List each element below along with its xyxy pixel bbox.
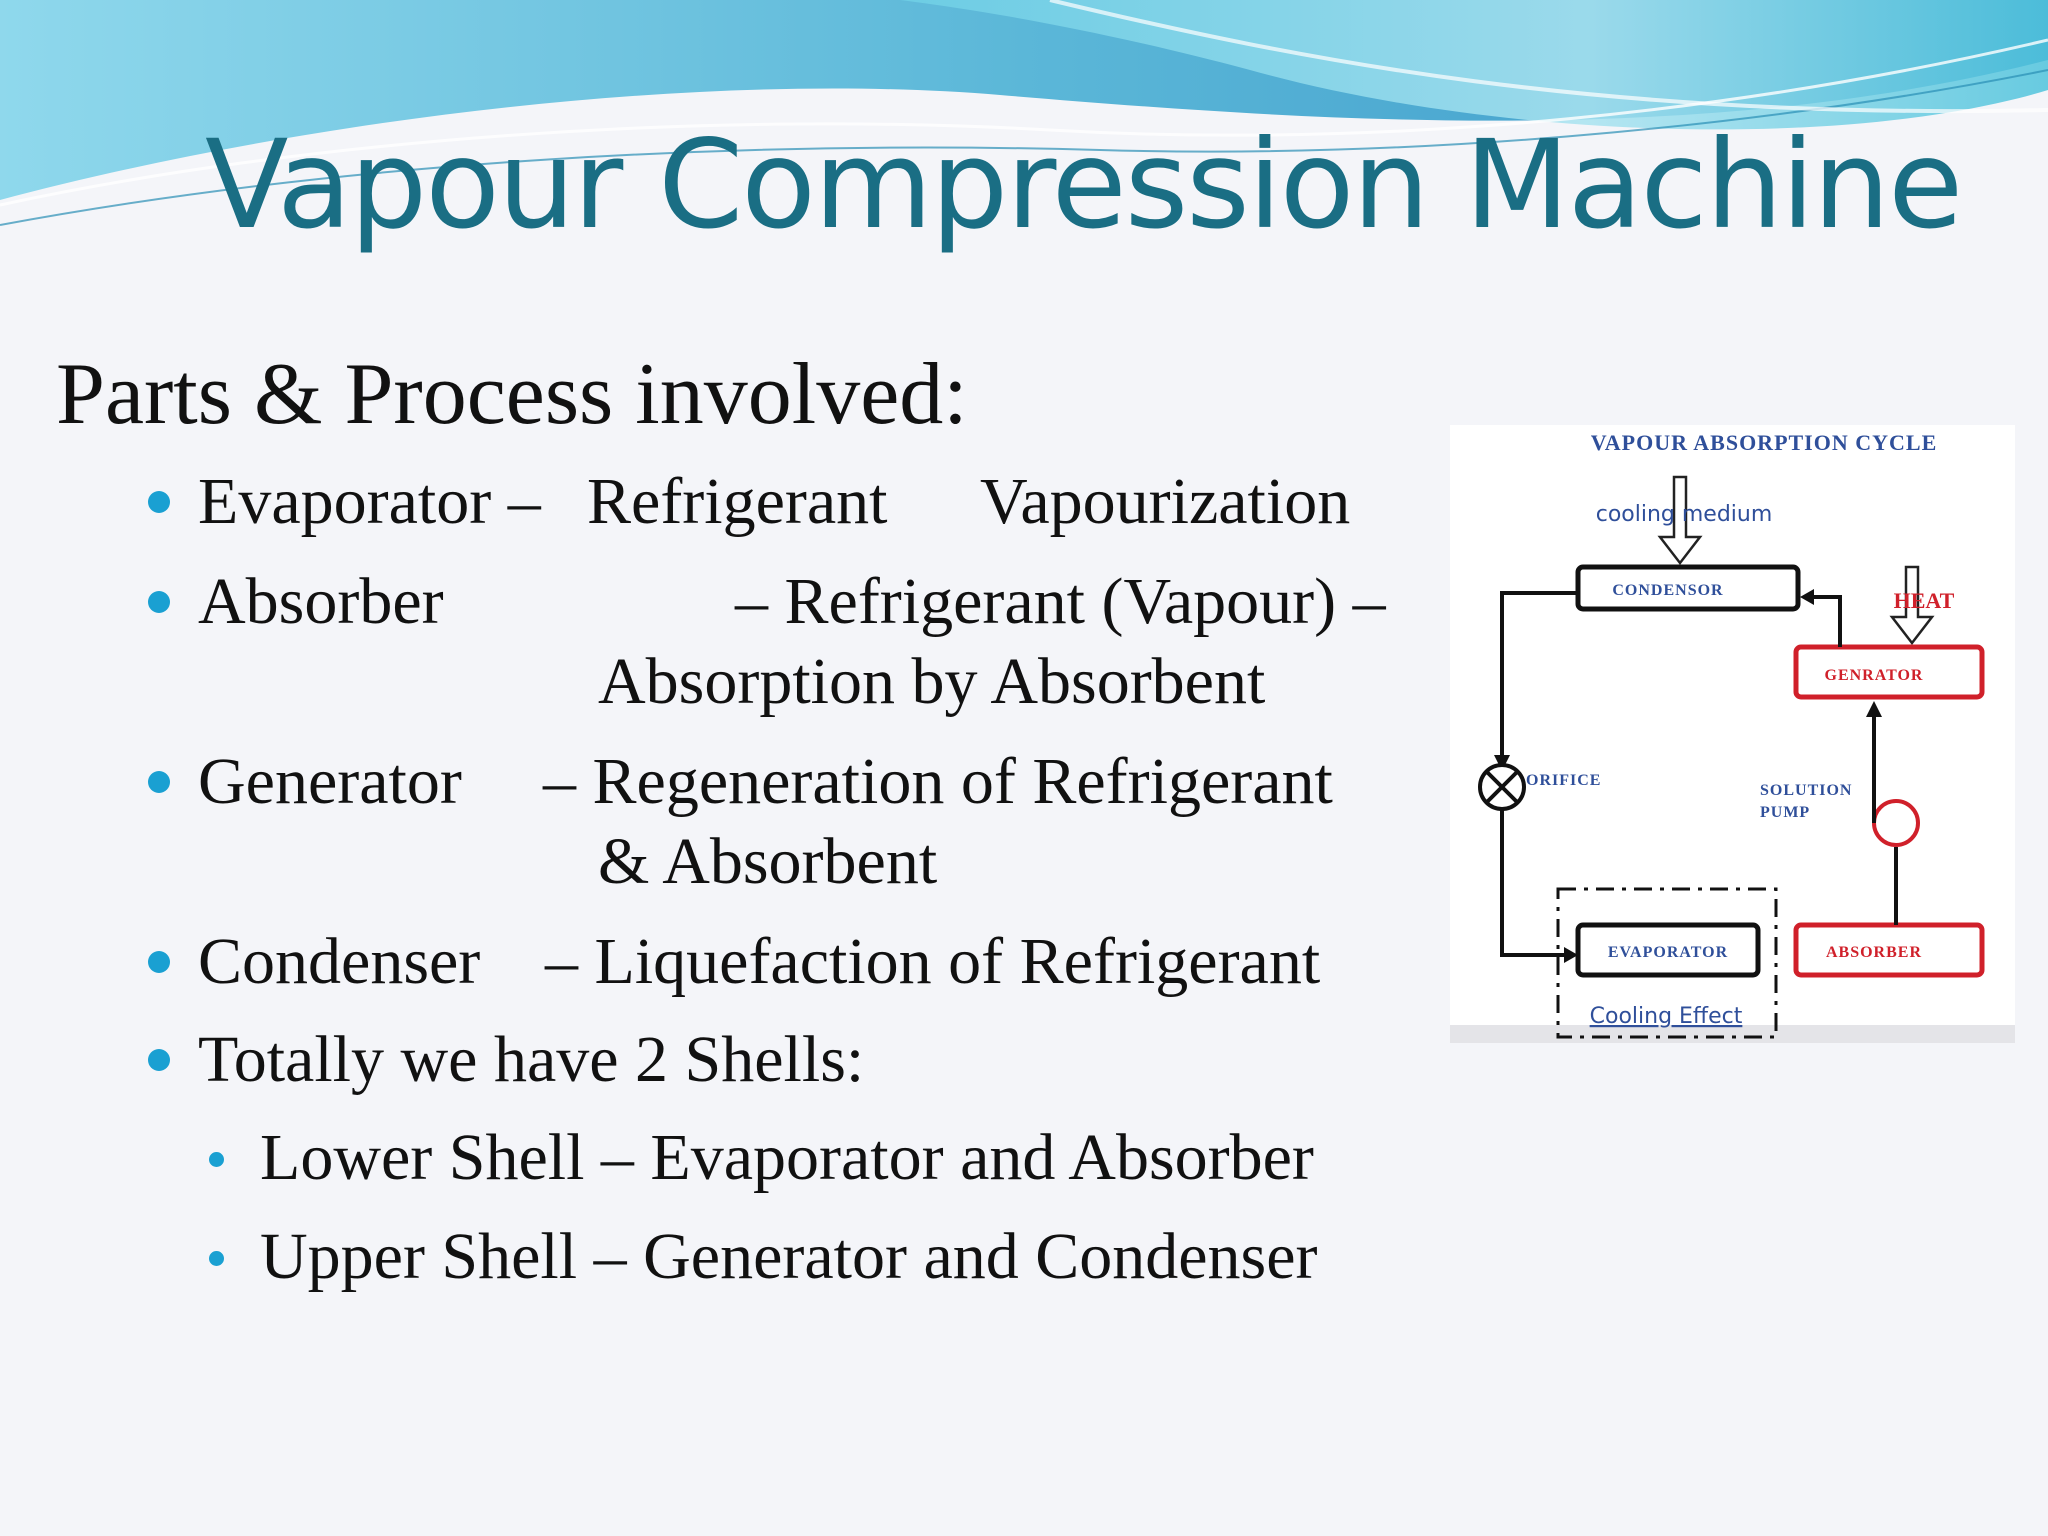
generator-to-condensor-line bbox=[1810, 595, 1842, 647]
condensor-to-orifice-line bbox=[1500, 591, 1578, 761]
bullet-absorber-name: Absorber bbox=[198, 565, 444, 638]
bullet-icon bbox=[148, 771, 170, 793]
generator-box bbox=[1793, 644, 1985, 700]
arrowhead-icon bbox=[1800, 589, 1814, 605]
cooling-effect-box bbox=[1556, 887, 1778, 1039]
bullet-generator-name: Generator bbox=[198, 745, 462, 818]
sub-bullet-upper-shell: Upper Shell – Generator and Condenser bbox=[260, 1220, 1318, 1293]
bullet-icon bbox=[148, 591, 170, 613]
bullet-generator-process-line2: & Absorbent bbox=[598, 825, 938, 898]
diagram-generator: GENRATOR bbox=[1825, 667, 1924, 684]
wave-banner bbox=[0, 0, 2048, 226]
section-heading: Parts & Process involved: bbox=[56, 346, 968, 443]
bullet-evaporator-process: Refrigerant bbox=[587, 465, 888, 538]
orifice-to-evaporator-line bbox=[1500, 809, 1568, 957]
sub-bullet-lower-shell: Lower Shell – Evaporator and Absorber bbox=[260, 1121, 1314, 1194]
bullet-icon bbox=[148, 491, 170, 513]
absorption-cycle-diagram: VAPOUR ABSORPTION CYCLE cooling medium C… bbox=[1450, 425, 2015, 1043]
diagram-cooling-medium: cooling medium bbox=[1596, 502, 1773, 527]
slide-title: Vapour Compression Machine bbox=[205, 114, 1963, 256]
cooling-medium-arrow-icon bbox=[1657, 475, 1703, 566]
diagram-cooling-effect: Cooling Effect bbox=[1590, 1004, 1743, 1029]
bullet-icon bbox=[148, 951, 170, 973]
diagram-orifice: ORIFICE bbox=[1526, 772, 1601, 789]
bullet-icon bbox=[148, 1049, 170, 1071]
condensor-box bbox=[1575, 564, 1801, 612]
sub-bullet-icon bbox=[209, 1251, 224, 1266]
heat-arrow-icon bbox=[1889, 565, 1935, 646]
bullet-absorber-process-line1: – Refrigerant (Vapour) – bbox=[735, 565, 1386, 638]
solution-pump-icon bbox=[1872, 799, 1920, 847]
bullet-shells: Totally we have 2 Shells: bbox=[198, 1023, 865, 1096]
absorber-box bbox=[1793, 922, 1985, 978]
bullet-absorber-process-line2: Absorption by Absorbent bbox=[598, 645, 1266, 718]
evaporator-box bbox=[1575, 922, 1761, 978]
arrowhead-icon bbox=[1564, 947, 1578, 963]
diagram-evaporator: EVAPORATOR bbox=[1608, 944, 1728, 961]
diagram-heat: HEAT bbox=[1894, 588, 1955, 613]
diagram-solution-pump-2: PUMP bbox=[1760, 804, 1810, 821]
bullet-evaporator-process-extra: Vapourization bbox=[980, 465, 1351, 538]
diagram-condensor: CONDENSOR bbox=[1612, 582, 1723, 599]
diagram-solution-pump-1: SOLUTION bbox=[1760, 782, 1852, 799]
bullet-evaporator-name: Evaporator – bbox=[198, 465, 541, 538]
sub-bullet-icon bbox=[209, 1152, 224, 1167]
diagram-absorber: ABSORBER bbox=[1826, 944, 1922, 961]
bullet-condenser-process-line1: – Liquefaction of Refrigerant bbox=[545, 925, 1321, 998]
diagram-title: VAPOUR ABSORPTION CYCLE bbox=[1591, 430, 1938, 455]
bullet-generator-process-line1: – Regeneration of Refrigerant bbox=[543, 745, 1333, 818]
arrowhead-icon bbox=[1866, 701, 1882, 717]
bullet-condenser-name: Condenser bbox=[198, 925, 481, 998]
